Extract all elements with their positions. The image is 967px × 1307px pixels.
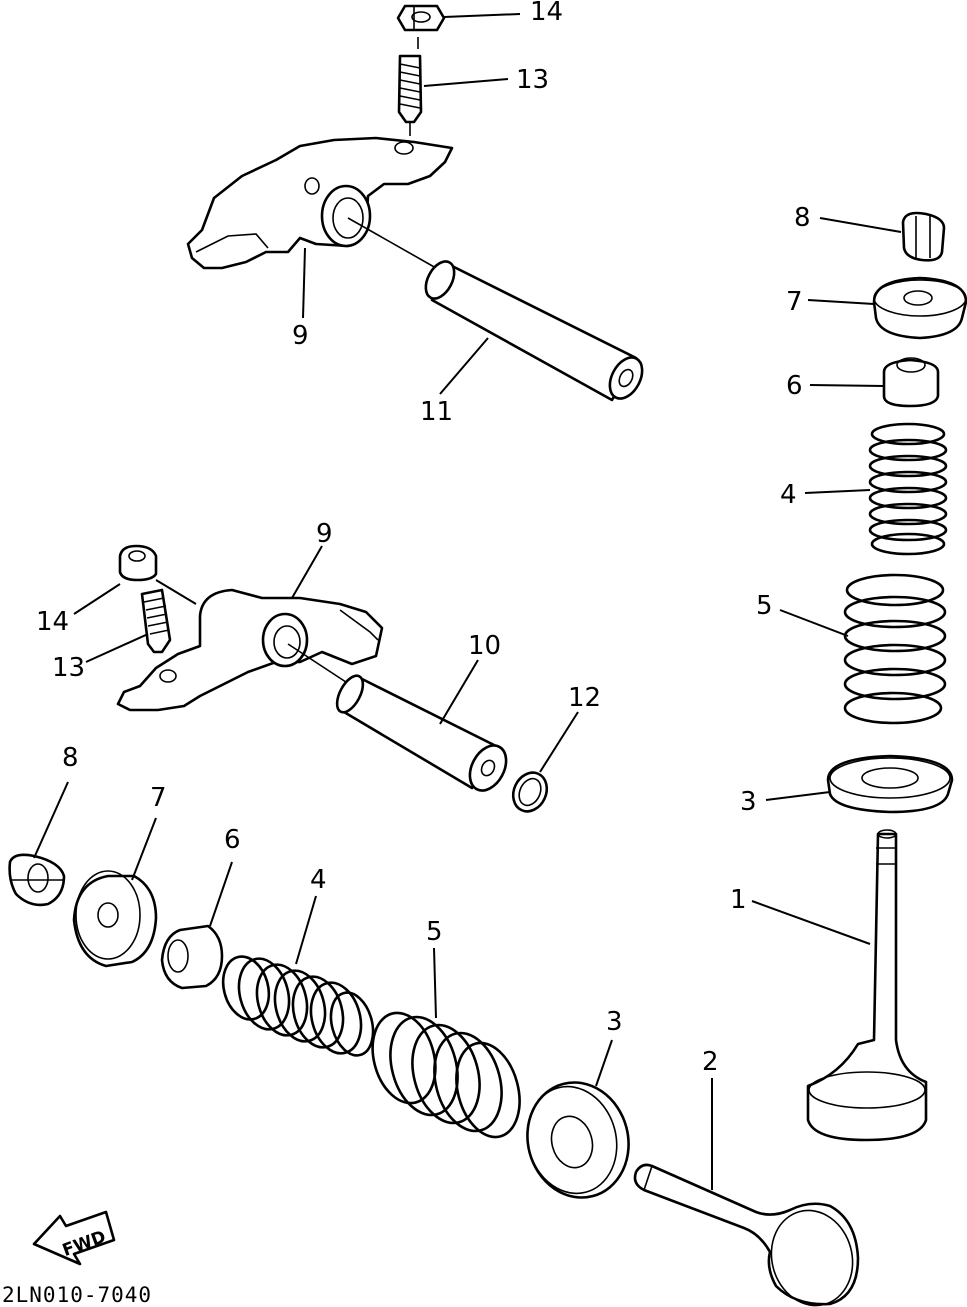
right-spring-retainer: [872, 276, 967, 340]
fwd-arrow-icon: FWD: [32, 1210, 116, 1266]
right-stem-seal: [882, 357, 940, 408]
label-top-11: 11: [420, 397, 453, 427]
bottom-stem-seal: [160, 924, 224, 990]
mid-o-ring: [511, 771, 549, 813]
callout-labels: 14 13 9 11 8 7 6 4 5 3 1 9 14 13 10 12 8…: [2, 0, 811, 1307]
right-outer-spring: [843, 573, 947, 725]
label-top-13: 13: [516, 65, 549, 95]
label-right-4: 4: [780, 480, 797, 510]
top-adjuster-nut: [396, 4, 446, 32]
top-rocker-shaft: [347, 217, 644, 402]
right-inner-spring: [868, 422, 948, 556]
bottom-valve-cotter: [8, 853, 66, 907]
mid-adjuster-screw: [140, 588, 172, 654]
label-bot-6: 6: [224, 825, 241, 855]
bottom-valve-stack: [8, 781, 860, 1307]
bottom-spring-seat: [526, 1081, 630, 1199]
diagram-code: 2LN010-7040: [2, 1283, 152, 1307]
label-right-8: 8: [794, 203, 811, 233]
label-bot-8: 8: [62, 743, 79, 773]
right-valve-stack: [751, 211, 967, 1142]
bottom-spring-retainer: [72, 870, 158, 968]
bottom-inner-spring: [221, 955, 375, 1057]
bottom-outer-spring: [371, 1011, 521, 1139]
right-valve-cotter: [901, 211, 946, 262]
label-mid-10: 10: [468, 631, 501, 661]
label-mid-13: 13: [52, 653, 85, 683]
label-top-9: 9: [292, 321, 309, 351]
top-rocker-assembly: [186, 4, 644, 402]
right-spring-seat: [826, 754, 954, 814]
label-mid-14: 14: [36, 607, 69, 637]
label-bot-4: 4: [310, 865, 327, 895]
label-bot-5: 5: [426, 917, 443, 947]
label-right-6: 6: [786, 371, 803, 401]
label-right-5: 5: [756, 591, 773, 621]
label-mid-9: 9: [316, 519, 333, 549]
label-bot-3: 3: [606, 1007, 623, 1037]
label-bot-2: 2: [702, 1047, 719, 1077]
middle-rocker-assembly: [73, 544, 579, 813]
top-adjuster-screw: [397, 54, 423, 136]
label-right-1: 1: [730, 885, 747, 915]
mid-rocker-arm: [116, 588, 384, 712]
bottom-valve: [633, 1163, 860, 1307]
label-right-3: 3: [740, 787, 757, 817]
top-rocker-arm: [186, 136, 454, 270]
label-mid-12: 12: [568, 683, 601, 713]
right-valve: [806, 829, 928, 1142]
label-right-7: 7: [786, 287, 803, 317]
label-top-14: 14: [530, 0, 563, 27]
mid-rocker-shaft: [287, 643, 508, 792]
mid-adjuster-nut: [118, 544, 158, 582]
label-bot-7: 7: [150, 783, 167, 813]
